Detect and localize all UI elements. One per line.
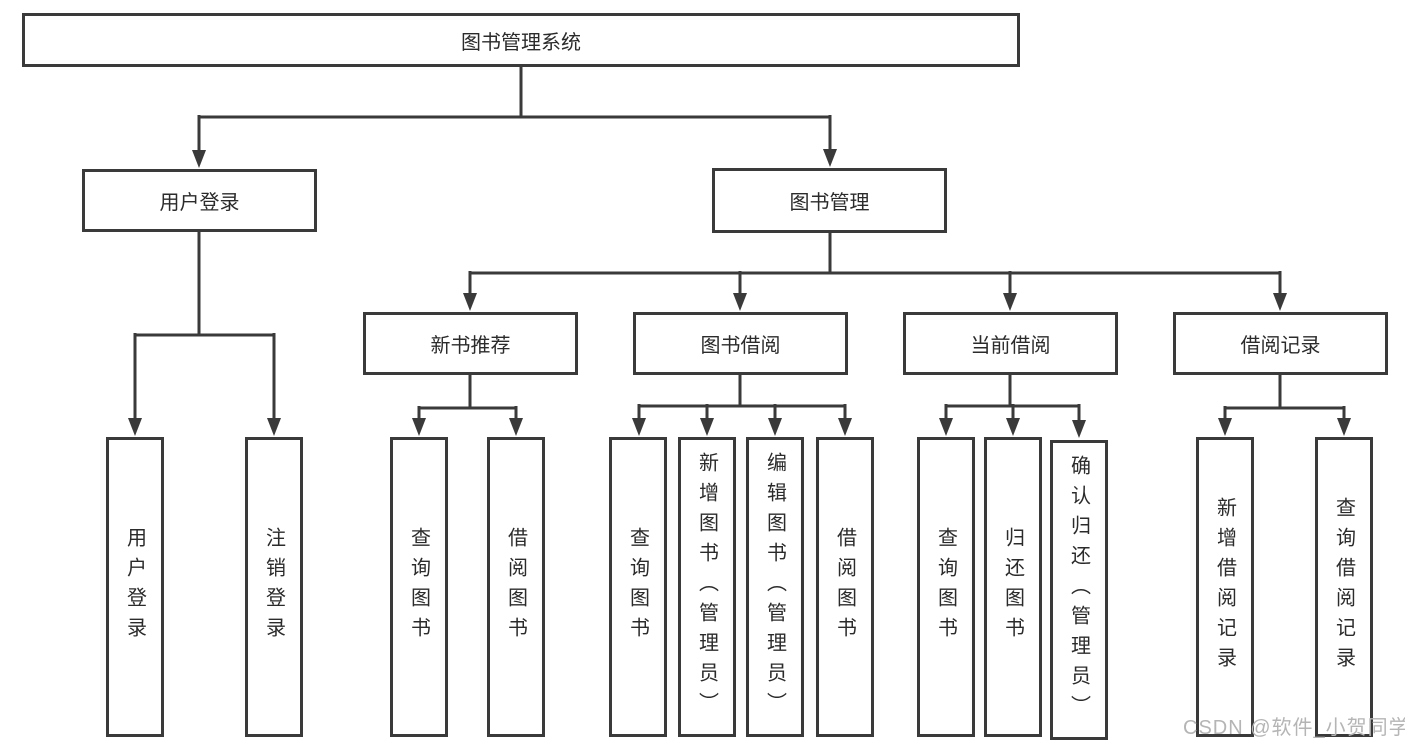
node-label: 新增图书（管理员）: [695, 452, 718, 722]
node-label: 图书借阅: [700, 335, 781, 357]
node-label: 查询图书: [626, 527, 649, 647]
leaf-borrow-books-newbook: 借阅图书: [487, 437, 545, 737]
leaf-logout: 注销登录: [245, 437, 303, 737]
connector-borrow-fork: [632, 375, 852, 436]
leaf-add-borrow-record: 新增借阅记录: [1196, 437, 1254, 737]
connector-user-fork: [128, 232, 281, 436]
node-user-login: 用户登录: [82, 169, 317, 232]
node-label: 当前借阅: [970, 335, 1051, 357]
node-borrow-record: 借阅记录: [1173, 312, 1388, 375]
node-label: 图书管理系统: [461, 31, 581, 54]
leaf-confirm-return-admin: 确认归还（管理员）: [1050, 440, 1108, 740]
connector-newbook-fork: [412, 375, 523, 436]
leaf-edit-books-admin: 编辑图书（管理员）: [746, 437, 804, 737]
node-label: 注销登录: [262, 527, 285, 647]
node-label: 编辑图书（管理员）: [763, 452, 786, 722]
csdn-watermark: CSDN @软件_小贺同学: [1183, 717, 1405, 739]
connector-management-fork: [463, 233, 1287, 311]
node-label: 用户登录: [159, 192, 240, 214]
node-label: 查询图书: [407, 527, 430, 647]
connector-record-fork: [1218, 375, 1351, 436]
node-label: 新增借阅记录: [1213, 497, 1236, 677]
node-label: 图书管理: [789, 192, 870, 214]
connector-current-fork: [939, 375, 1086, 438]
node-label: 查询图书: [934, 527, 957, 647]
leaf-query-borrow-record: 查询借阅记录: [1315, 437, 1373, 737]
connector-root-fork: [192, 66, 837, 168]
node-book-management: 图书管理: [712, 168, 947, 233]
node-library-system: 图书管理系统: [22, 13, 1020, 67]
node-label: 用户登录: [123, 527, 146, 647]
leaf-borrow-books: 借阅图书: [816, 437, 874, 737]
node-label: 新书推荐: [430, 335, 511, 357]
node-label: 确认归还（管理员）: [1067, 455, 1090, 725]
leaf-query-books-current: 查询图书: [917, 437, 975, 737]
node-book-borrow: 图书借阅: [633, 312, 848, 375]
node-label: 借阅图书: [504, 527, 527, 647]
node-label: 借阅图书: [833, 527, 856, 647]
node-label: 借阅记录: [1240, 335, 1321, 357]
node-new-book-recommend: 新书推荐: [363, 312, 578, 375]
node-current-borrow: 当前借阅: [903, 312, 1118, 375]
leaf-add-books-admin: 新增图书（管理员）: [678, 437, 736, 737]
leaf-return-books: 归还图书: [984, 437, 1042, 737]
leaf-query-books-newbook: 查询图书: [390, 437, 448, 737]
node-label: 查询借阅记录: [1332, 497, 1355, 677]
leaf-query-books-borrow: 查询图书: [609, 437, 667, 737]
node-label: 归还图书: [1001, 527, 1024, 647]
leaf-user-login: 用户登录: [106, 437, 164, 737]
